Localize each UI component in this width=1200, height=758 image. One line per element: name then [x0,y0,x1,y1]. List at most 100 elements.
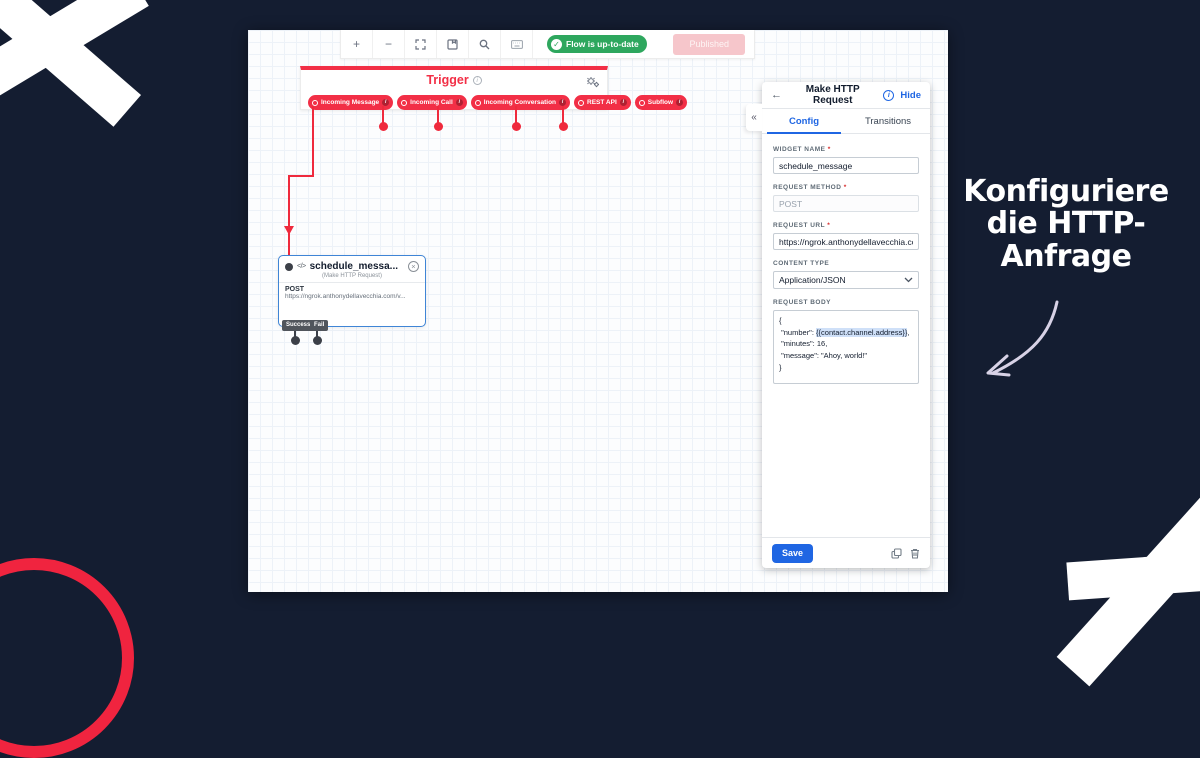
transition-fail-badge[interactable]: Fail [310,320,329,331]
request-url-label: REQUEST URL * [773,222,831,229]
connector-endpoint[interactable] [511,122,521,131]
transition-endpoint[interactable] [290,336,300,345]
flow-status-badge: ✓ Flow is up-to-date [547,35,647,53]
zoom-out-button[interactable]: − [373,30,405,58]
keyboard-shortcuts-button[interactable] [501,30,533,58]
transition-success-badge[interactable]: Success [282,320,315,331]
body-text: { "number": [779,316,814,337]
decor-red-circle [0,558,134,758]
chevron-down-icon [904,277,913,283]
tab-config[interactable]: Config [762,109,846,134]
content-type-label: CONTENT TYPE [773,260,830,267]
pill-label: Incoming Message [321,99,380,106]
transition-stem [294,331,296,338]
pill-info-icon: i [676,99,684,106]
widget-type-label: (Make HTTP Request) [322,273,382,279]
trigger-widget[interactable]: Trigger i Incoming Message i Incoming Ca… [300,66,688,110]
trigger-pill-subflow[interactable]: Subflow i [634,95,688,110]
trigger-settings-icon[interactable] [586,75,600,93]
request-method-label: REQUEST METHOD * [773,184,847,191]
transition-endpoint[interactable] [312,336,322,345]
required-mark: * [827,146,831,153]
copy-widget-icon[interactable] [891,547,902,559]
trigger-pill-incoming-call[interactable]: Incoming Call i [397,95,467,110]
overlay-headline: Konfiguriere die HTTP- Anfrage [950,174,1182,274]
widget-title: schedule_messa... [309,261,399,272]
back-button[interactable]: ← [771,89,782,101]
code-icon: </> [297,263,306,270]
pill-info-icon: i [455,99,463,106]
connector-line [288,175,290,255]
widget-library-button[interactable] [437,30,469,58]
pill-label: Subflow [647,99,674,106]
trigger-pill-incoming-message[interactable]: Incoming Message i [308,95,394,110]
trigger-pill-incoming-conversation[interactable]: Incoming Conversation i [470,95,571,110]
pill-ring-icon [401,99,408,106]
trigger-pill-rest-api[interactable]: REST API i [574,95,631,110]
save-button[interactable]: Save [772,543,814,563]
overlay-arrow [986,300,1059,377]
search-button[interactable] [469,30,501,58]
pill-info-icon: i [382,99,390,106]
widget-method: POST [285,286,305,293]
keyboard-icon [510,39,523,49]
widget-schedule-message[interactable]: </> schedule_messa... × (Make HTTP Reque… [278,255,426,327]
request-url-input[interactable] [773,233,919,250]
zoom-in-button[interactable]: + [341,30,373,58]
connector-endpoint[interactable] [558,122,568,131]
pill-info-icon: i [559,99,567,106]
request-body-label: REQUEST BODY [773,299,832,306]
connector-line [312,106,314,176]
pill-ring-icon [638,99,645,106]
published-button[interactable]: Published [673,33,745,55]
connector-endpoint[interactable] [433,122,443,131]
panel-tabs: Config Transitions [762,109,930,134]
library-icon [447,38,458,50]
content-type-value: Application/JSON [779,275,846,285]
panel-title: Make HTTP Request [805,84,860,106]
widget-handle-dot[interactable] [285,262,293,271]
request-method-input[interactable] [773,195,919,212]
connector-endpoint[interactable] [378,122,388,131]
hide-button[interactable]: Hide [900,89,921,101]
tab-transitions[interactable]: Transitions [864,115,912,127]
headline-line-2: die HTTP- [986,206,1146,242]
body-variable-highlight: {{contact.channel.address}} [816,327,908,337]
connector-stub [562,106,564,123]
widget-close-icon[interactable]: × [408,261,419,272]
headline-line-3: Anfrage [1000,238,1133,274]
pill-label: Incoming Conversation [483,99,557,106]
config-panel: « ← Make HTTP Request i Hide Config Tran… [746,82,930,568]
decor-x-top-left [0,0,156,150]
body-text: , "minutes": 16, "message": "Ahoy, world… [779,327,910,372]
divider [279,282,425,283]
trigger-title: Trigger [426,73,469,87]
decor-x-bottom-right [1040,455,1200,695]
panel-collapse-button[interactable]: « [746,104,762,131]
required-mark: * [843,184,847,191]
headline-line-1: Konfiguriere [963,174,1169,209]
search-icon [479,39,490,49]
flow-status-text: Flow is up-to-date [566,39,639,49]
fit-view-button[interactable] [405,30,437,58]
pill-info-icon: i [619,99,627,106]
widget-url: https://ngrok.anthonydellavecchia.com/v.… [285,293,406,300]
required-mark: * [827,222,831,229]
content-type-select[interactable]: Application/JSON [773,271,919,289]
connector-arrowhead [283,226,294,235]
connector-stub [515,106,517,123]
pill-ring-icon [312,99,318,106]
delete-widget-icon[interactable] [910,548,920,559]
widget-name-input[interactable] [773,157,919,174]
widget-name-label: WIDGET NAME * [773,146,831,153]
request-body-editor[interactable]: { "number": {{contact.channel.address}},… [773,310,919,384]
pill-ring-icon [578,99,585,106]
plus-icon: + [352,37,360,51]
pill-label: Incoming Call [410,99,453,106]
transition-stem [316,331,318,338]
pill-ring-icon [474,99,481,106]
connector-stub [382,106,384,123]
trigger-info-icon[interactable]: i [472,75,482,85]
panel-info-icon[interactable]: i [883,89,895,101]
